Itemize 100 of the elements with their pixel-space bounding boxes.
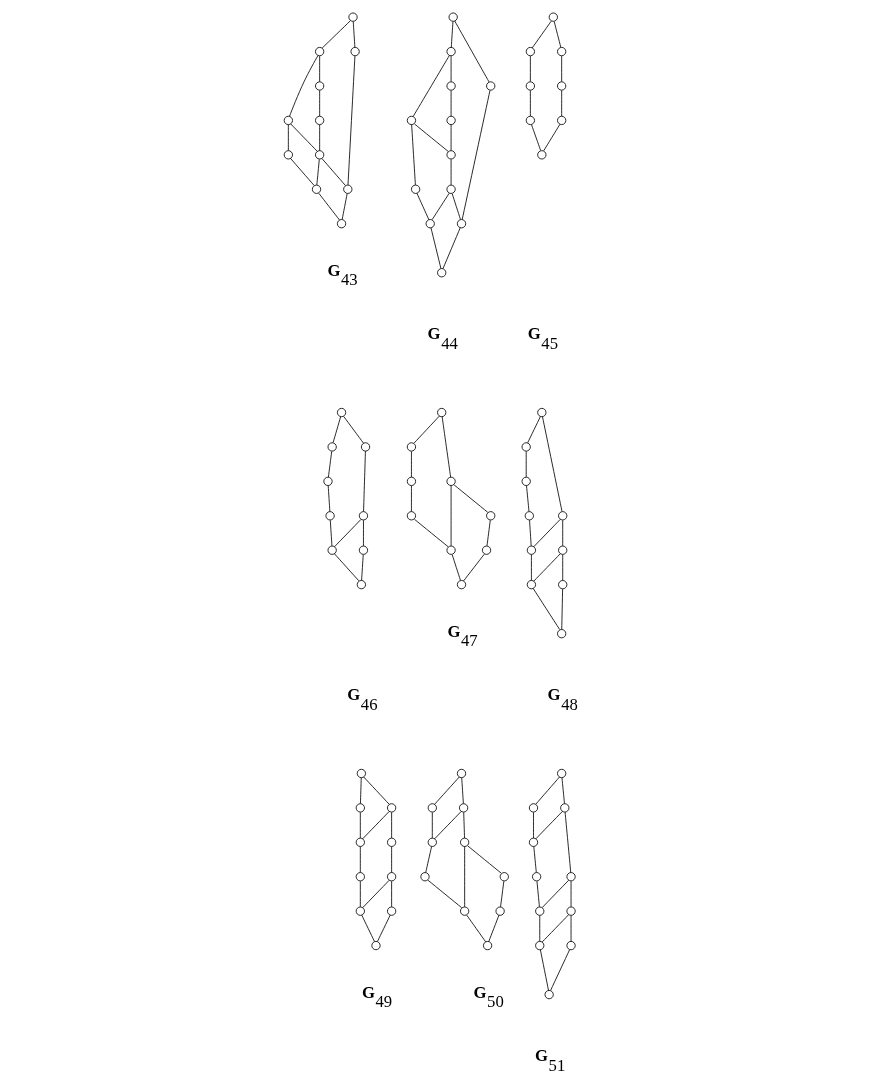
node-circle xyxy=(565,941,576,951)
node-circle xyxy=(446,115,456,125)
connector xyxy=(460,777,464,804)
connector xyxy=(450,90,451,117)
connector xyxy=(289,158,314,186)
connector xyxy=(361,879,390,909)
connector xyxy=(359,846,361,873)
connector xyxy=(427,879,462,909)
node-circle xyxy=(283,115,293,125)
connector xyxy=(462,553,485,582)
node-circle xyxy=(283,150,293,160)
node-circle xyxy=(314,81,324,91)
node-circle xyxy=(482,941,492,951)
connector xyxy=(560,90,562,117)
connector xyxy=(327,485,330,512)
node-circle xyxy=(446,81,456,91)
connector xyxy=(561,519,563,547)
node-circle xyxy=(386,803,396,813)
node-circle xyxy=(436,407,446,418)
node-circle xyxy=(526,545,536,555)
connector xyxy=(320,158,346,186)
connector xyxy=(289,123,318,152)
connector xyxy=(529,90,531,117)
node-circle xyxy=(556,81,566,91)
node-circle xyxy=(536,150,546,160)
node-circle xyxy=(358,545,368,555)
node-circle xyxy=(557,511,567,521)
connector xyxy=(342,416,364,444)
connector xyxy=(553,21,561,48)
connector xyxy=(416,192,429,220)
node-circle xyxy=(548,12,558,22)
node-circle xyxy=(448,12,458,22)
connector xyxy=(453,20,489,83)
node-circle xyxy=(347,12,358,22)
connector xyxy=(332,416,341,443)
connector xyxy=(541,914,569,943)
node-circle xyxy=(314,47,324,57)
node-circle xyxy=(355,906,365,916)
node-circle xyxy=(406,511,416,521)
connector xyxy=(450,124,451,151)
node-circle xyxy=(342,184,352,194)
connector xyxy=(539,949,549,991)
connector xyxy=(413,415,440,444)
node-circle xyxy=(528,803,538,813)
connector xyxy=(463,846,465,908)
node-circle xyxy=(495,906,505,916)
connector xyxy=(561,554,563,581)
connector xyxy=(461,89,490,220)
node-circle xyxy=(521,476,531,486)
node-circle xyxy=(355,837,365,847)
connector xyxy=(528,519,532,547)
node-circle xyxy=(446,150,456,160)
node-circle xyxy=(544,990,554,1000)
node-circle xyxy=(446,47,456,57)
connector xyxy=(535,776,560,805)
connector xyxy=(442,227,461,269)
node-circle xyxy=(356,580,366,590)
node-circle xyxy=(485,81,495,91)
node-circle xyxy=(356,768,366,779)
connector xyxy=(433,811,462,840)
node-circle xyxy=(458,803,468,813)
node-circle xyxy=(336,407,346,418)
connector xyxy=(390,880,392,908)
connector xyxy=(410,485,412,512)
node-circle xyxy=(355,803,365,813)
connector xyxy=(541,879,569,909)
connector xyxy=(390,846,392,873)
connector xyxy=(288,55,318,117)
connector xyxy=(532,811,534,839)
node-circle xyxy=(322,476,333,486)
connector xyxy=(359,777,362,804)
node-circle xyxy=(386,872,396,882)
connector xyxy=(564,811,571,873)
node-circle xyxy=(327,442,337,452)
connector xyxy=(362,776,389,805)
node-circle xyxy=(534,941,544,951)
connector xyxy=(341,193,348,220)
connector xyxy=(534,811,563,840)
connector xyxy=(390,811,392,839)
connector xyxy=(318,55,320,83)
node-circle xyxy=(406,476,416,486)
node-circle xyxy=(314,150,324,160)
node-circle xyxy=(525,115,535,125)
connector xyxy=(561,777,565,804)
connector xyxy=(317,192,340,221)
connector xyxy=(453,484,488,513)
connector xyxy=(376,914,391,942)
node-circle xyxy=(456,768,466,779)
node-circle xyxy=(360,442,370,452)
node-circle xyxy=(386,837,396,847)
node-circle xyxy=(556,115,566,125)
connector xyxy=(441,416,451,478)
node-circle xyxy=(311,184,321,194)
connector xyxy=(450,485,451,547)
node-circle xyxy=(459,906,469,916)
connector xyxy=(362,450,366,512)
node-circle xyxy=(557,545,567,555)
node-circle xyxy=(565,906,576,916)
connector xyxy=(529,55,531,83)
connector xyxy=(327,451,332,478)
